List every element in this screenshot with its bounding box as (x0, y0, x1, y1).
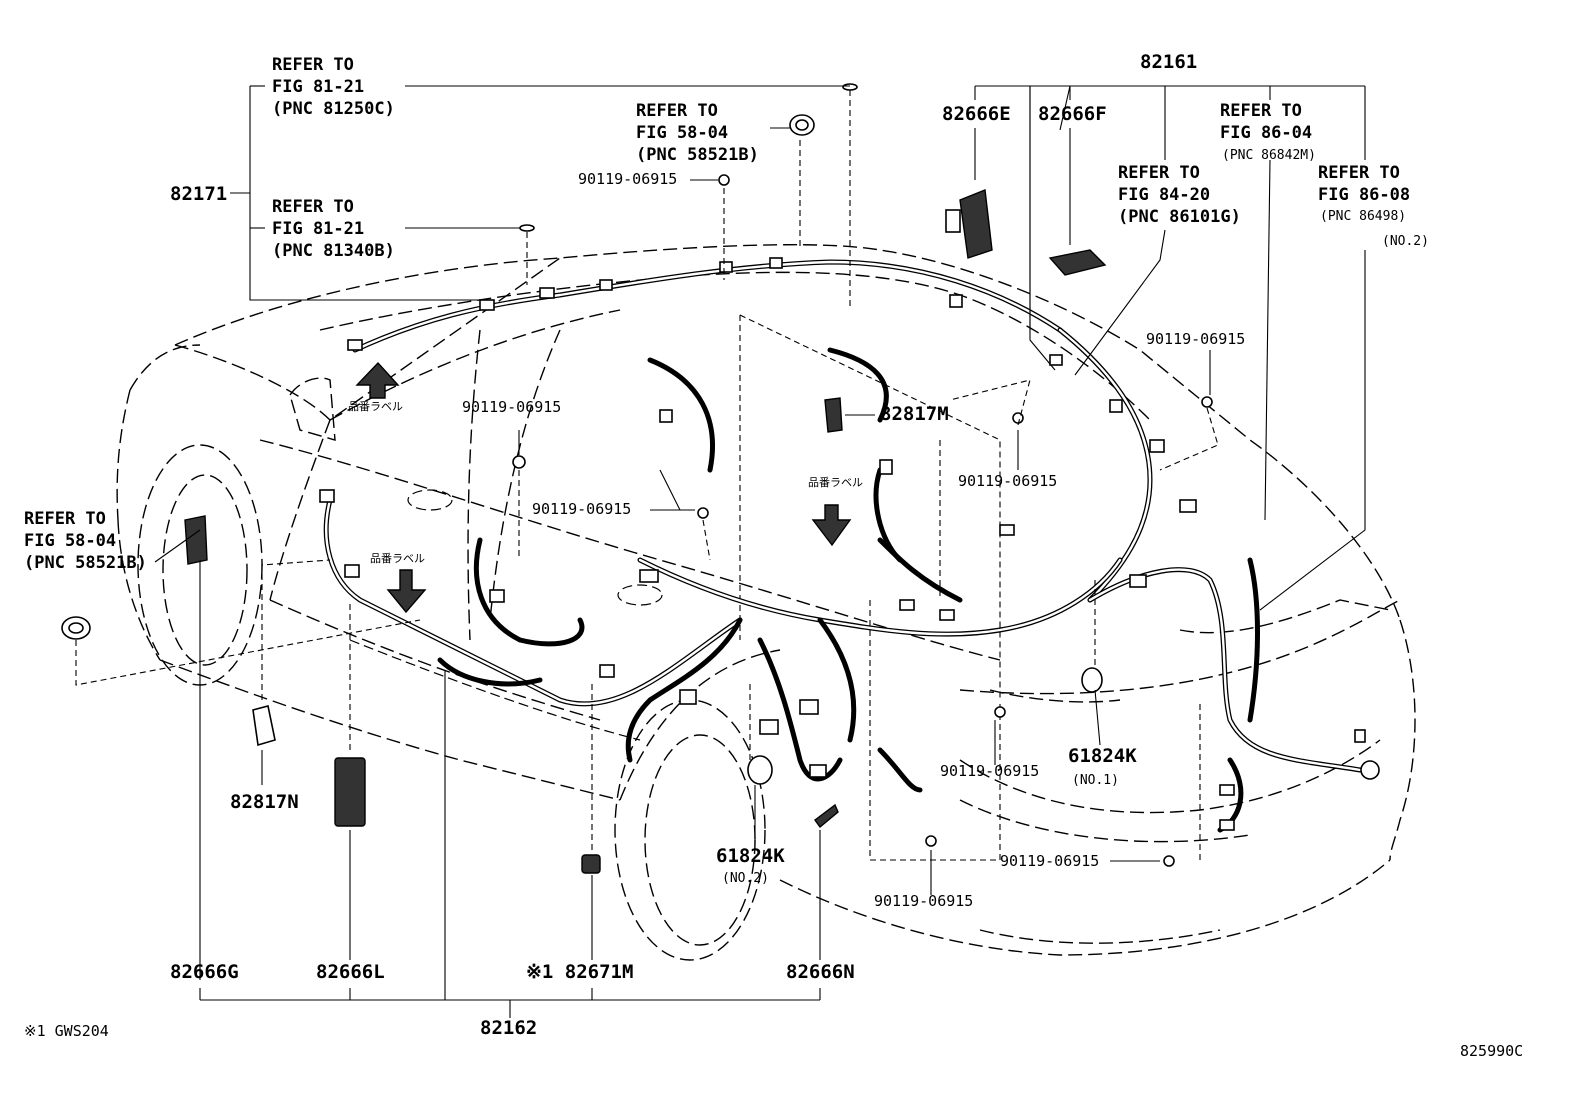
part-number-82161: 82161 (1140, 51, 1197, 73)
clip-81340b-icon (519, 224, 535, 232)
bolt-icon (697, 507, 709, 519)
part-number-82817m: 82817M (880, 403, 949, 425)
part-number-bolt: 90119-06915 (958, 472, 1057, 490)
refer-pnc-label: (PNC 86498) (1320, 209, 1406, 224)
block-82666g-icon (184, 515, 208, 565)
part-82671m-icon (581, 854, 601, 874)
bolt-icon (1012, 412, 1024, 424)
floor-harness-left (323, 497, 743, 707)
part-number-label-jp: 品番ラベル (370, 552, 425, 565)
clip-81250c-icon (842, 83, 858, 91)
part-number-bolt: 90119-06915 (940, 762, 1039, 780)
part-number-bolt: 90119-06915 (578, 170, 677, 188)
roof-harness (352, 259, 1153, 603)
part-number-bolt: 90119-06915 (1000, 852, 1099, 870)
part-number-82666l: 82666L (316, 961, 385, 983)
part-number-61824k-no1: 61824K (1068, 745, 1137, 767)
part-number-82671m: ※1 82671M (526, 961, 633, 983)
harness-connectors (319, 257, 1366, 831)
bolt-icon (718, 174, 730, 186)
arrow-up-icon (355, 361, 400, 399)
part-number-82817n: 82817N (230, 791, 299, 813)
bolt-icon (925, 835, 937, 847)
part-number-bolt: 90119-06915 (462, 398, 561, 416)
arrow-down-icon (386, 569, 427, 614)
trunk-harness (877, 557, 1363, 833)
relay-block-82666e-icon (959, 189, 993, 259)
sensor-connector-icon (1360, 760, 1380, 780)
part-qualifier: (NO.2) (722, 871, 769, 886)
refer-pnc-label: (PNC 86842M) (1222, 148, 1316, 163)
bolt-icon (1163, 855, 1175, 867)
figure-code: 825990C (1460, 1042, 1523, 1060)
part-number-82666n: 82666N (786, 961, 855, 983)
part-number-bolt: 90119-06915 (1146, 330, 1245, 348)
part-number-label-jp: 品番ラベル (348, 400, 403, 413)
part-number-82666f: 82666F (1038, 103, 1107, 125)
refer-no-label: (NO.2) (1382, 234, 1429, 249)
part-number-82171: 82171 (170, 183, 227, 205)
part-number-bolt: 90119-06915 (532, 500, 631, 518)
part-number-82666e: 82666E (942, 103, 1011, 125)
clip-61824k-no1-icon (1081, 667, 1103, 693)
part-number-bolt: 90119-06915 (874, 892, 973, 910)
part-number-label-jp: 品番ラベル (808, 476, 863, 489)
clamp-82817n-icon (252, 705, 276, 747)
clip-61824k-no2-icon (747, 755, 773, 785)
part-number-82162: 82162 (480, 1017, 537, 1039)
block-82666l-icon (334, 757, 366, 827)
bracket-82666n-icon (814, 803, 839, 829)
leader-lines (75, 85, 1366, 1018)
bolt-icon (512, 455, 526, 469)
part-number-82666g: 82666G (170, 961, 239, 983)
parts (61, 83, 1380, 874)
block-82666f-icon (1048, 249, 1107, 276)
grommet-top-icon (789, 114, 815, 136)
bolt-icon (1201, 396, 1213, 408)
part-qualifier: (NO.1) (1072, 773, 1119, 788)
grommet-left-icon (61, 616, 91, 640)
arrow-down-icon (811, 504, 852, 547)
bolt-icon (994, 706, 1006, 718)
part-number-61824k-no2: 61824K (716, 845, 785, 867)
clamp-82817m-icon (824, 397, 843, 433)
footnote: ※1 GWS204 (24, 1022, 109, 1040)
